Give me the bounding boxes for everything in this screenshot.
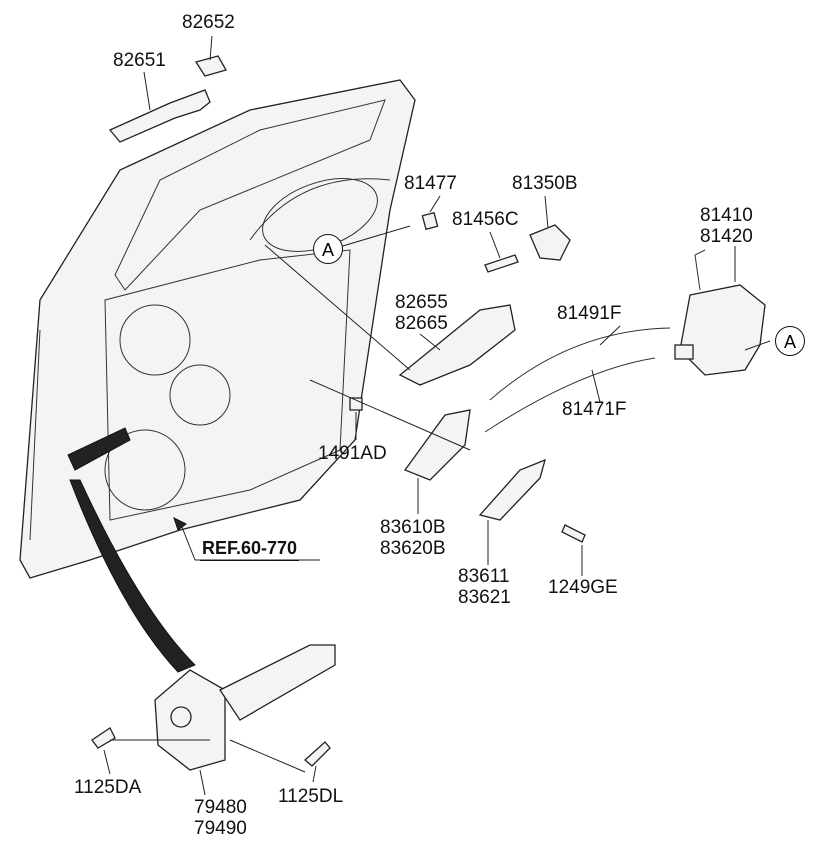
part-label-81456c: 81456C xyxy=(452,209,519,230)
part-label-82655: 82655 xyxy=(395,292,448,313)
door-latch-81410 xyxy=(674,249,766,376)
part-label-81420: 81420 xyxy=(700,226,753,247)
part-label-83620b: 83620B xyxy=(380,538,446,559)
door-checker-79480 xyxy=(67,427,336,771)
door-panel xyxy=(19,79,416,579)
part-label-83611: 83611 xyxy=(458,566,510,587)
part-label-1125da: 1125DA xyxy=(74,777,142,798)
part-label-79490: 79490 xyxy=(194,818,247,839)
striker-81350b xyxy=(484,224,571,273)
callout-a-latch: A xyxy=(775,326,805,356)
part-label-81350b: 81350B xyxy=(512,173,578,194)
bolt-1125da xyxy=(91,727,116,749)
part-label-79480: 79480 xyxy=(194,797,247,818)
part-label-1491ad: 1491AD xyxy=(318,443,387,464)
inside-handle-bracket-82655 xyxy=(398,304,516,386)
inside-handle-83611 xyxy=(478,458,546,521)
leader-lines xyxy=(103,35,771,796)
part-label-82652: 82652 xyxy=(182,12,235,33)
part-label-81471f: 81471F xyxy=(562,399,627,420)
part-label-1249ge: 1249GE xyxy=(548,577,618,598)
part-label-83621: 83621 xyxy=(458,587,511,608)
part-label-81491f: 81491F xyxy=(557,303,622,324)
screw-1249ge xyxy=(561,524,586,543)
handle-housing-83610b xyxy=(403,409,471,481)
screw-81477 xyxy=(421,211,439,231)
callout-a-door: A xyxy=(313,234,343,264)
part-label-82651: 82651 xyxy=(113,50,166,71)
part-label-81410: 81410 xyxy=(700,205,753,226)
outside-handle-82651 xyxy=(108,55,227,143)
bolt-1125dl xyxy=(304,741,331,767)
part-label-82665: 82665 xyxy=(395,313,448,334)
part-label-81477: 81477 xyxy=(404,173,457,194)
part-label-1125dl: 1125DL xyxy=(278,786,344,807)
door-cables xyxy=(484,327,671,433)
reference-label: REF.60-770 xyxy=(200,538,300,561)
part-label-83610b: 83610B xyxy=(380,517,446,538)
